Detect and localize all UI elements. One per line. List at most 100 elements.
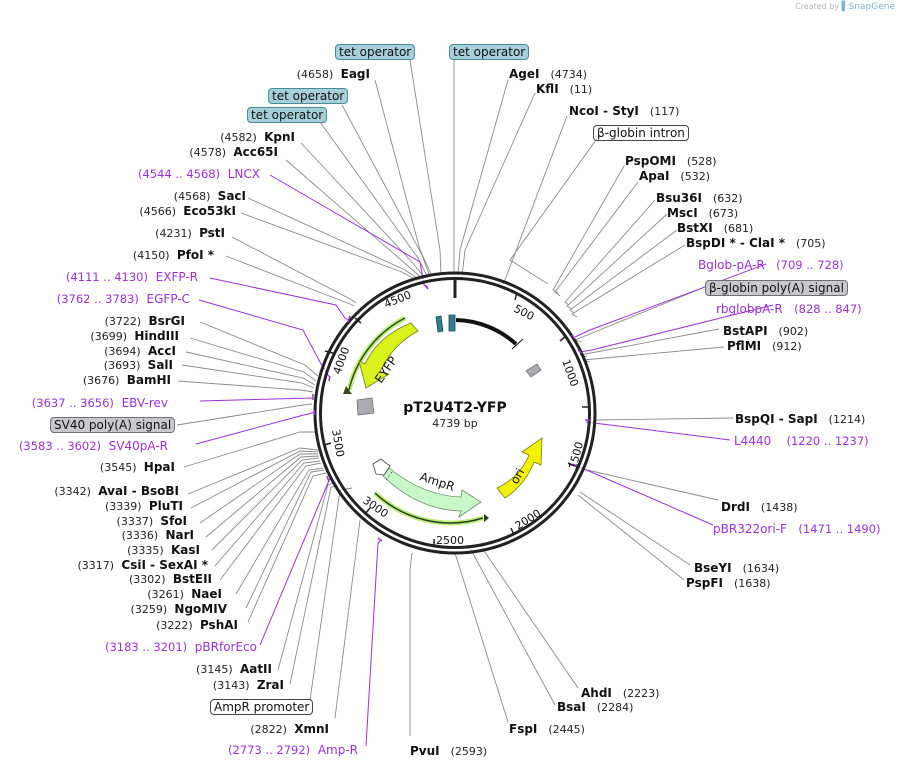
site-psti[interactable]: (4231) PstI: [155, 226, 225, 241]
primer-name: Bglob-pA-R: [698, 258, 765, 272]
site-nari[interactable]: (3336) NarI: [122, 528, 194, 543]
primer-name: Amp-R: [317, 743, 358, 757]
site-eco53ki[interactable]: (4566) Eco53kI: [139, 204, 236, 219]
site-position: (1438): [760, 501, 798, 514]
site-bsai[interactable]: BsaI (2284): [557, 700, 633, 715]
site-agei[interactable]: AgeI (4734): [509, 67, 587, 82]
primer-pbr322ori-f[interactable]: pBR322ori-F (1471 .. 1490): [713, 522, 881, 536]
site-pshai[interactable]: (3222) PshAI: [156, 618, 238, 633]
site-ngomiv[interactable]: (3259) NgoMIV: [131, 602, 227, 617]
site-ahdi[interactable]: AhdI (2223): [581, 686, 659, 701]
primer-name: rbglobpA-R: [716, 302, 783, 316]
primer-exfp-r[interactable]: (4111 .. 4130) EXFP-R: [66, 270, 198, 284]
site-name: AgeI: [509, 67, 540, 81]
site-position: (3545): [99, 461, 137, 474]
site-apai[interactable]: ApaI (532): [639, 169, 710, 184]
site-position: (4566): [139, 205, 176, 218]
feature-tet-operator[interactable]: tet operator: [449, 44, 530, 60]
site-name: BsaI: [557, 700, 586, 714]
site-msci[interactable]: MscI (673): [667, 206, 738, 221]
site-sali[interactable]: (3693) SalI: [104, 358, 173, 373]
primer-amp-r[interactable]: (2773 .. 2792) Amp-R: [228, 743, 358, 757]
site-bamhi[interactable]: (3676) BamHI: [83, 373, 171, 388]
site-pfoi[interactable]: (4150) PfoI *: [133, 248, 214, 263]
feature-ampr-promoter[interactable]: AmpR promoter: [210, 699, 314, 715]
site-csii-sexai[interactable]: (3317) CsiI - SexAI *: [78, 558, 208, 573]
site-position: (4658): [296, 68, 334, 81]
primer-name: L4440: [734, 434, 772, 448]
site-bsrgi[interactable]: (3722) BsrGI: [105, 314, 185, 329]
site-kpni[interactable]: (4582) KpnI: [220, 130, 295, 145]
primer-range: (1220 .. 1237): [786, 434, 869, 448]
primer-bglob-pa-r[interactable]: Bglob-pA-R (709 .. 728): [698, 258, 844, 272]
feature-tet-operator[interactable]: tet operator: [247, 107, 328, 123]
site-bstxi[interactable]: BstXI (681): [677, 221, 753, 236]
primer-name: EBV-rev: [121, 396, 168, 410]
site-eagi[interactable]: (4658) EagI: [297, 67, 370, 82]
site-position: (3259): [130, 603, 168, 616]
feature-tet-operator[interactable]: tet operator: [268, 88, 349, 104]
site-bsu36i[interactable]: Bsu36I (632): [656, 191, 743, 206]
site-aatii[interactable]: (3145) AatII: [196, 662, 272, 677]
tick-marks: [323, 291, 590, 546]
plasmid-name: pT2U4T2-YFP: [403, 400, 507, 416]
site-name: MscI: [667, 206, 698, 220]
site-position: (2593): [450, 745, 488, 758]
primer-egfp-c[interactable]: (3762 .. 3783) EGFP-C: [57, 292, 190, 306]
site-position: (1214): [828, 413, 866, 426]
site-position: (3693): [103, 359, 141, 372]
site-acc65i[interactable]: (4578) Acc65I: [189, 145, 278, 160]
site-pspfi[interactable]: PspFI (1638): [686, 576, 771, 591]
ori-arrow: [496, 437, 543, 499]
feature-tet-operator[interactable]: tet operator: [335, 44, 416, 60]
primer-sv40pa-r[interactable]: (3583 .. 3602) SV40pA-R: [19, 439, 168, 453]
site-avai-bsobi[interactable]: (3342) AvaI - BsoBI: [54, 484, 179, 499]
site-kfli[interactable]: KflI (11): [536, 82, 592, 97]
site-bspqi-sapi[interactable]: BspQI - SapI (1214): [735, 412, 865, 427]
site-saci[interactable]: (4568) SacI: [174, 189, 246, 204]
site-hpai[interactable]: (3545) HpaI: [100, 460, 175, 475]
site-hindiii[interactable]: (3699) HindIII: [90, 329, 179, 344]
primer-l4440[interactable]: L4440 (1220 .. 1237): [734, 434, 869, 448]
site-xmni[interactable]: (2822) XmnI: [250, 722, 329, 737]
site-drdi[interactable]: DrdI (1438): [721, 500, 797, 515]
site-ncoi-styi[interactable]: NcoI - StyI (117): [569, 104, 679, 119]
site-pspomi[interactable]: PspOMI (528): [625, 154, 717, 169]
site-name: HindIII: [134, 329, 179, 343]
tick-2500: 2500: [436, 534, 464, 547]
site-bsteii[interactable]: (3302) BstEII: [129, 572, 212, 587]
site-sfoi[interactable]: (3337) SfoI: [117, 514, 187, 529]
feature-sv40-polya-signal[interactable]: SV40 poly(A) signal: [50, 417, 176, 433]
primer-name: pBRforEco: [194, 640, 257, 654]
site-name: KpnI: [264, 130, 295, 144]
site-position: (3722): [104, 315, 142, 328]
site-connector-lines: [176, 59, 734, 736]
site-pluti[interactable]: (3339) PluTI: [105, 499, 183, 514]
site-kasi[interactable]: (3335) KasI: [127, 543, 200, 558]
site-name: ApaI: [639, 169, 670, 183]
tick-500: 500: [512, 302, 537, 323]
site-zrai[interactable]: (3143) ZraI: [213, 678, 284, 693]
tet-operator-marks: [435, 314, 456, 333]
feature-beta-globin-polya-signal[interactable]: β-globin poly(A) signal: [705, 280, 848, 296]
site-naei[interactable]: (3261) NaeI: [147, 587, 222, 602]
feature-beta-globin-intron[interactable]: β-globin intron: [593, 125, 689, 141]
site-bstapi[interactable]: BstAPI (902): [723, 324, 808, 339]
primer-range: (828 .. 847): [794, 302, 862, 316]
site-pflmi[interactable]: PflMI (912): [727, 339, 802, 354]
primer-pbrforeco[interactable]: (3183 .. 3201) pBRforEco: [105, 640, 257, 654]
site-position: (3676): [82, 374, 120, 387]
site-name: Eco53kI: [183, 204, 236, 218]
site-name: PstI: [199, 226, 225, 240]
site-acci[interactable]: (3694) AccI: [104, 344, 176, 359]
site-position: (681): [723, 222, 754, 235]
primer-lncx[interactable]: (4544 .. 4568) LNCX: [138, 167, 260, 181]
site-name: BstEII: [172, 572, 212, 586]
site-bspdi-clai[interactable]: BspDI * - ClaI * (705): [686, 236, 826, 251]
primer-range: (3637 .. 3656): [31, 396, 114, 410]
site-pvui[interactable]: PvuI (2593): [410, 744, 487, 759]
primer-ebv-rev[interactable]: (3637 .. 3656) EBV-rev: [32, 396, 168, 410]
site-fspi[interactable]: FspI (2445): [509, 722, 585, 737]
primer-rbglobpa-r[interactable]: rbglobpA-R (828 .. 847): [716, 302, 862, 316]
site-bseyi[interactable]: BseYI (1634): [694, 561, 779, 576]
